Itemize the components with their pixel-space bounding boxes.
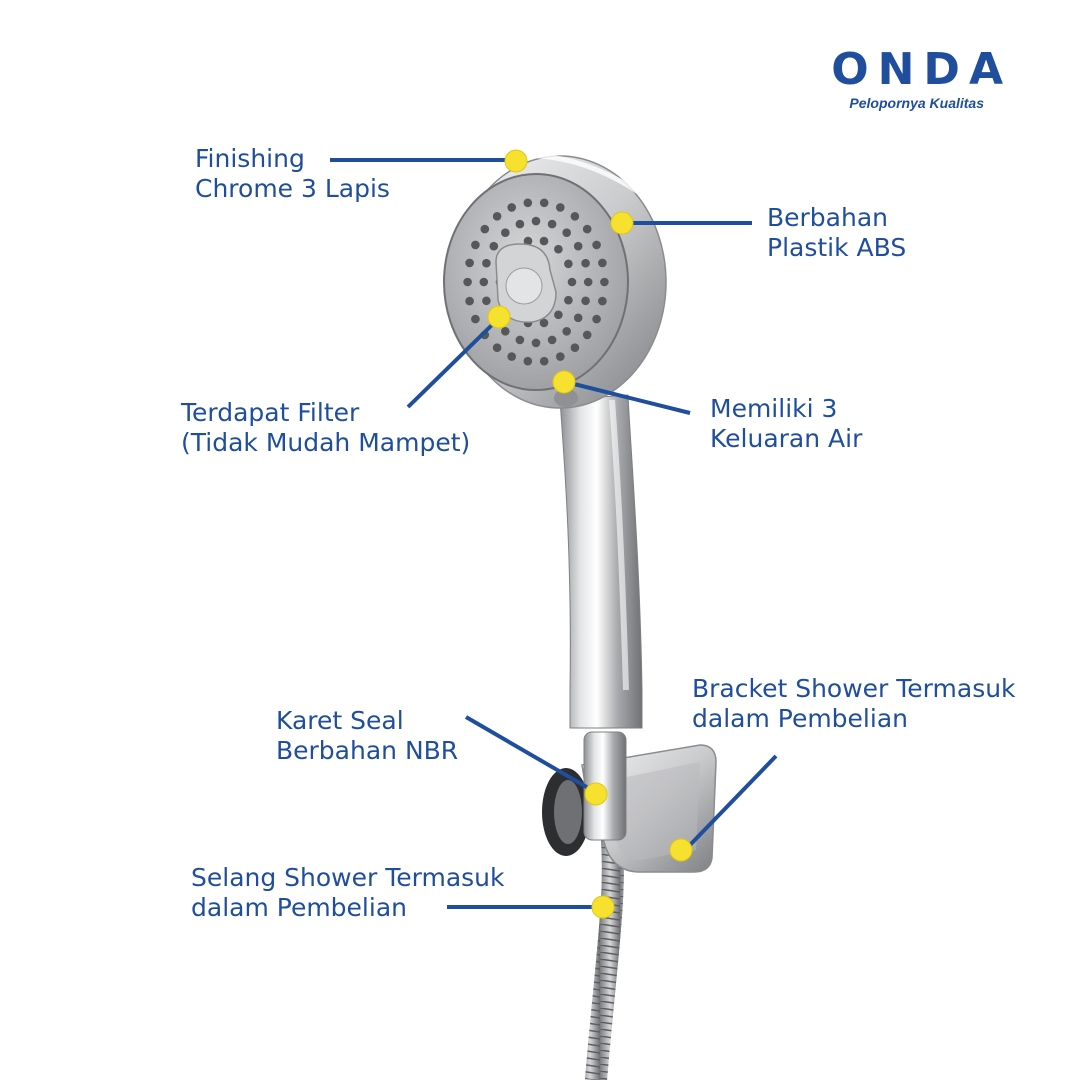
nozzle (573, 241, 583, 251)
nozzle (564, 295, 573, 305)
nozzle (554, 244, 563, 254)
outlets-line2: Keluaran Air (710, 424, 863, 453)
nozzle (562, 327, 571, 336)
nozzle (515, 219, 525, 229)
nozzle (507, 352, 516, 361)
nozzle (547, 219, 557, 229)
shower-handle (559, 394, 643, 729)
nozzle (592, 240, 601, 250)
nozzle (570, 212, 580, 221)
material-marker (610, 211, 634, 235)
nozzle (539, 236, 549, 246)
finishing-line2: Chrome 3 Lapis (195, 174, 390, 203)
filter-line1: Terdapat Filter (181, 398, 360, 427)
brand-logo: ONDA (831, 44, 1012, 95)
nozzle (471, 240, 480, 250)
bracket-line2: dalam Pembelian (692, 704, 908, 733)
nozzle (556, 352, 565, 361)
brand-tagline: Pelopornya Kualitas (849, 95, 984, 111)
nozzle (523, 356, 533, 366)
hose-callout: Selang Shower Termasuk dalam Pembelian (191, 863, 505, 923)
brand-block: ONDA Pelopornya Kualitas (831, 44, 1012, 112)
bracket-callout: Bracket Shower Termasuk dalam Pembelian (692, 674, 1016, 734)
bracket-leader (687, 754, 778, 848)
nozzle (465, 296, 474, 306)
nozzle (507, 203, 516, 212)
seal-line1: Karet Seal (276, 706, 404, 735)
nozzle (501, 228, 510, 237)
finishing-callout: Finishing Chrome 3 Lapis (195, 144, 390, 204)
nozzle (539, 356, 549, 366)
nozzle (539, 198, 549, 208)
nozzle (515, 335, 525, 345)
nozzle (600, 277, 609, 287)
nozzle (598, 258, 607, 268)
nozzle (482, 258, 491, 268)
nozzle (492, 212, 502, 221)
nozzle (492, 343, 502, 353)
nozzle (531, 338, 541, 348)
nozzle (567, 277, 577, 287)
material-line2: Plastik ABS (767, 233, 907, 262)
nozzle (523, 236, 533, 246)
nozzle (539, 318, 549, 328)
filter-marker (487, 305, 511, 329)
nozzle (583, 277, 593, 287)
seal-marker (584, 782, 608, 806)
nozzle (581, 296, 590, 306)
nozzle (480, 224, 490, 234)
outlets-marker (552, 370, 576, 394)
seal-callout: Karet Seal Berbahan NBR (276, 706, 458, 766)
nozzle (501, 327, 510, 336)
hose-line1: Selang Shower Termasuk (191, 863, 505, 892)
nozzle (465, 258, 474, 268)
nozzle (581, 258, 590, 268)
nozzle (547, 335, 557, 345)
material-line1: Berbahan (767, 203, 889, 232)
nozzle (482, 296, 491, 306)
filter-callout: Terdapat Filter (Tidak Mudah Mampet) (181, 398, 470, 458)
bracket-marker (669, 838, 693, 862)
seal-line2: Berbahan NBR (276, 736, 459, 765)
hose-marker (591, 895, 615, 919)
outlets-callout: Memiliki 3 Keluaran Air (710, 394, 862, 454)
filter-cap (495, 243, 557, 323)
nozzle (570, 343, 580, 353)
seal-leader (464, 715, 592, 791)
outlets-leader (573, 382, 691, 415)
bracket-line1: Bracket Shower Termasuk (692, 674, 1016, 703)
nozzle (556, 203, 565, 212)
nozzle (582, 330, 592, 340)
finishing-line1: Finishing (195, 144, 305, 173)
outlets-line1: Memiliki 3 (710, 394, 838, 423)
nozzle (531, 216, 541, 226)
nozzle (582, 224, 592, 234)
nozzle (592, 314, 601, 324)
nozzle (479, 277, 489, 287)
nozzle (573, 313, 583, 323)
filter-line2: (Tidak Mudah Mampet) (181, 428, 471, 457)
nozzle (463, 277, 472, 287)
nozzle (598, 296, 607, 306)
nozzle (564, 259, 573, 269)
nozzle (554, 310, 563, 320)
finishing-marker (504, 149, 528, 173)
nozzle (471, 314, 480, 324)
material-callout: Berbahan Plastik ABS (767, 203, 906, 263)
hose-line2: dalam Pembelian (191, 893, 407, 922)
nozzle (489, 241, 499, 251)
filter-leader (406, 321, 496, 409)
nozzle (523, 198, 533, 208)
nozzle (562, 228, 571, 237)
